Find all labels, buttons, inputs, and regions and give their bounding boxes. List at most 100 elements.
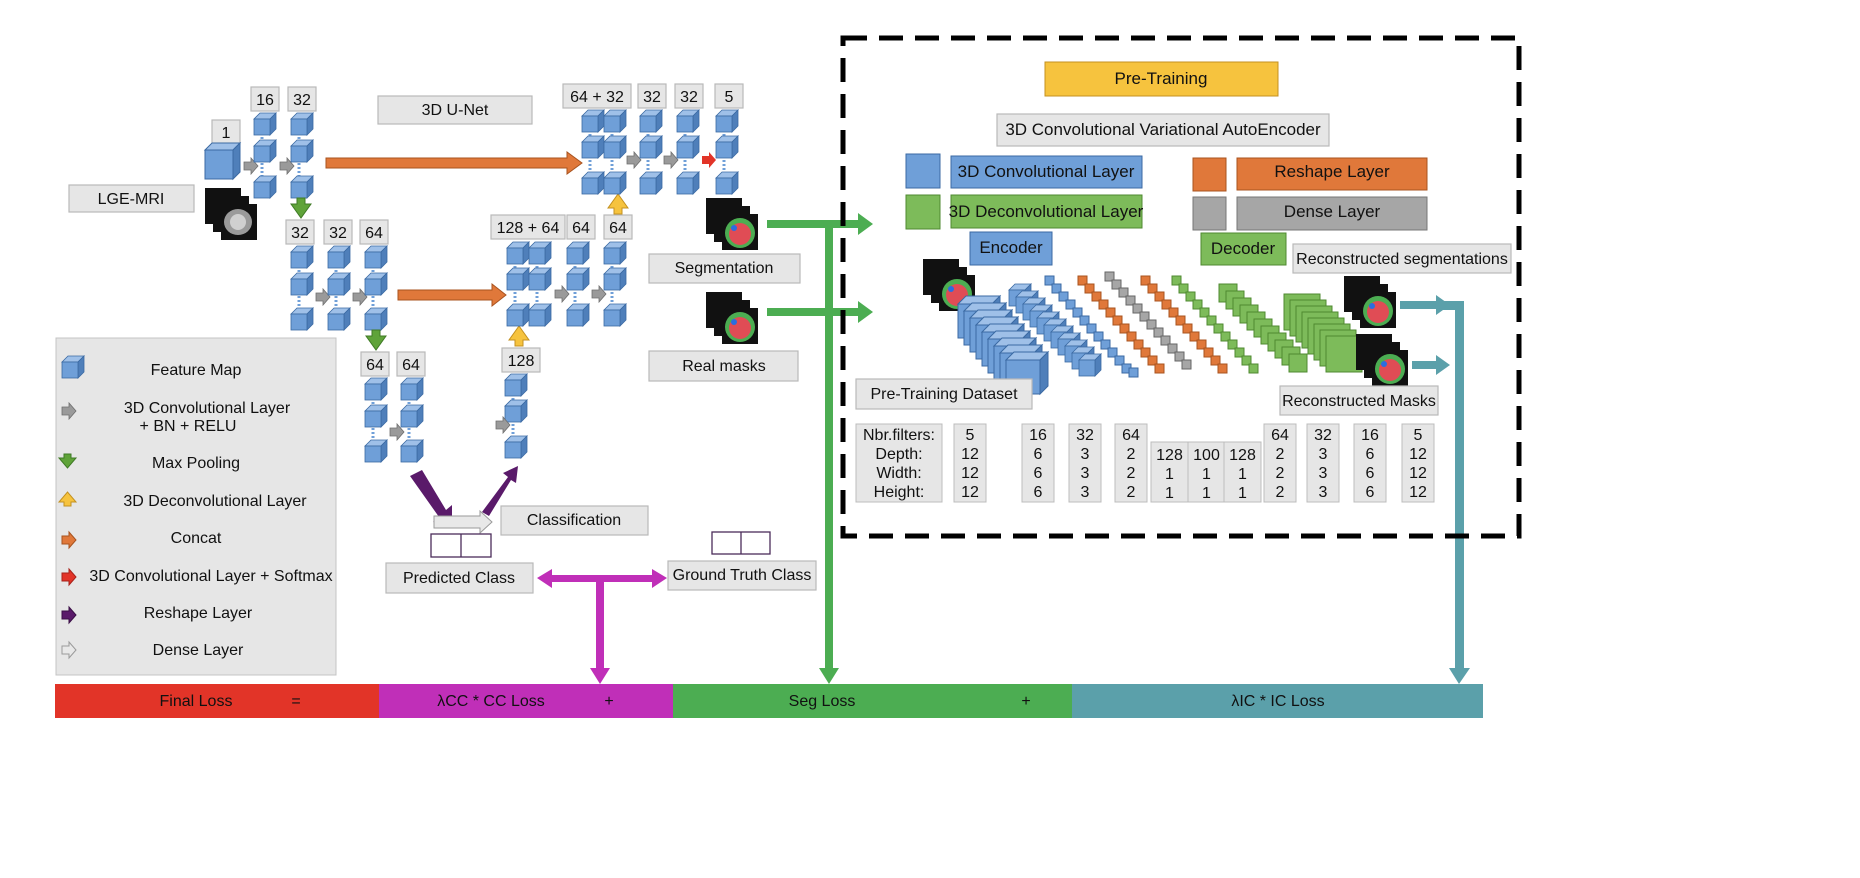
legend-label-conv: 3D Convolutional Layer: [124, 400, 291, 417]
channel-e3b: 64: [402, 357, 420, 374]
decoder-stack-3: [1283, 293, 1363, 373]
seg-loss-segment: [673, 684, 1072, 718]
dense-arrow-icon: [61, 640, 77, 660]
deconv-up-2: [508, 325, 530, 347]
channel-d1b: 32: [643, 89, 661, 106]
ic-loss-segment: [1072, 684, 1483, 718]
vae-table-cell: 32: [1076, 427, 1094, 444]
vae-table-column: [1306, 423, 1340, 503]
input-mri-image: [205, 188, 257, 240]
input-label-box: [68, 184, 195, 213]
vae-table-column: [1114, 423, 1148, 503]
plus-sign-1: +: [604, 693, 613, 710]
classification-label: Classification: [527, 512, 621, 529]
reshape-layer-label: Reshape Layer: [1274, 162, 1390, 181]
segmentation-image: [706, 198, 758, 250]
conv-layer-label: 3D Convolutional Layer: [958, 162, 1135, 181]
vae-table-cell: 6: [1034, 465, 1043, 482]
channel-e1a: 16: [256, 92, 274, 109]
deconv-layer-label: 3D Deconvolutional Layer: [949, 202, 1144, 221]
ground-truth-class-label: Ground Truth Class: [673, 567, 812, 584]
vae-table-cell: 5: [966, 427, 975, 444]
vae-table-cell: 12: [1409, 484, 1427, 501]
vae-table-cell: 3: [1081, 465, 1090, 482]
vae-table-cell: 16: [1029, 427, 1047, 444]
reshape-arrow-icon: [61, 605, 77, 625]
channel-e2a: 32: [291, 225, 309, 242]
channel-d2a: 128 + 64: [497, 220, 560, 237]
vae-table-cell: 128: [1156, 447, 1183, 464]
legend-label-deconv: 3D Deconvolutional Layer: [123, 493, 307, 510]
encoder-level-2: [290, 245, 388, 331]
vae-table-cell: 5: [1414, 427, 1423, 444]
encoder-stack-3: [1044, 275, 1139, 378]
vae-title: 3D Convolutional Variational AutoEncoder: [1005, 120, 1321, 139]
vae-table-cell: 32: [1314, 427, 1332, 444]
dense-layer-swatch: [1192, 196, 1227, 231]
unet-title-box: [377, 95, 533, 125]
vae-table-cell: 1: [1202, 466, 1211, 483]
decoder-stack-2: [1218, 283, 1308, 373]
legend-label-reshape: Reshape Layer: [144, 605, 253, 622]
vae-table-column: [1353, 423, 1387, 503]
vae-table-column: [953, 423, 987, 503]
seg-loss-arrowhead: [819, 668, 839, 684]
deconv-layer-swatch: [905, 194, 941, 230]
vae-table-cell: 1: [1202, 485, 1211, 502]
channel-e2b: 32: [329, 225, 347, 242]
max-pool-2: [365, 329, 387, 351]
vae-table-cell: 128: [1229, 447, 1256, 464]
segmentation-label: Segmentation: [675, 260, 774, 277]
pretraining-border: [840, 35, 1522, 539]
ic-loss-arrowhead: [1449, 668, 1470, 684]
feature-map-icon: [61, 355, 85, 379]
vae-table-column: [1401, 423, 1435, 503]
vae-table-cell: 12: [1409, 446, 1427, 463]
vae-table-cell: 3: [1081, 484, 1090, 501]
vae-table-column: [1068, 423, 1102, 503]
max-pool-1: [290, 197, 312, 219]
vae-table-cell: 100: [1193, 447, 1220, 464]
channel-in: 1: [222, 125, 231, 142]
vae-table-column: [1263, 423, 1297, 503]
channel-e2c: 64: [365, 225, 383, 242]
concat-icon: [61, 530, 77, 550]
decoder-up-level-2: [495, 373, 528, 459]
decoder-level-1: [581, 109, 739, 195]
vae-table-cell: 2: [1276, 465, 1285, 482]
max-pooling-icon: [57, 453, 78, 469]
reconstructed-segmentation-image: [1344, 276, 1396, 328]
vae-table-cell: 1: [1165, 485, 1174, 502]
vae-table-cell: 6: [1366, 446, 1375, 463]
input-label: LGE-MRI: [98, 191, 165, 208]
vae-table-row-label: Depth:: [875, 446, 922, 463]
reshape-layer-swatch: [1192, 157, 1227, 192]
softmax-arrow-icon: [61, 567, 77, 587]
vae-table-cell: 12: [961, 484, 979, 501]
pretraining-title-box: [1044, 61, 1279, 97]
vae-table-cell: 6: [1034, 446, 1043, 463]
vae-table-cell: 3: [1319, 484, 1328, 501]
vae-table: Nbr.filters:Depth:Width:Height:512121216…: [855, 423, 1435, 503]
vae-table-cell: 2: [1127, 484, 1136, 501]
vae-table-row-label: Height:: [874, 484, 925, 501]
cc-loss-arrowhead: [590, 668, 610, 684]
conv-layer-swatch: [905, 153, 941, 189]
reconstructed-segmentations-label: Reconstructed segmentations: [1296, 251, 1508, 268]
dense-stack: [1104, 271, 1192, 370]
seg-to-vae-arrow: [767, 213, 873, 235]
reshape-stack-1: [1077, 275, 1165, 374]
real-masks-image: [706, 292, 758, 344]
encoder-level-3: [364, 377, 424, 463]
vae-table-cell: 1: [1238, 466, 1247, 483]
dense-arrow: [433, 509, 493, 535]
decoder-level-2: [506, 241, 627, 327]
ic-loss-label: λIC * IC Loss: [1231, 693, 1324, 710]
pretraining-title: Pre-Training: [1115, 69, 1208, 88]
channel-e1b: 32: [293, 92, 311, 109]
legend-label-softmax: 3D Convolutional Layer + Softmax: [89, 568, 332, 585]
vae-table-cell: 12: [961, 465, 979, 482]
encoder-label: Encoder: [979, 238, 1043, 257]
vae-table-cell: 64: [1271, 427, 1289, 444]
